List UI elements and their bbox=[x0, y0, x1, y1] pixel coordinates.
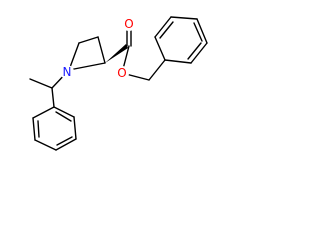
bond-c2-c3 bbox=[78, 36, 99, 44]
lower-phenyl-ring bbox=[32, 106, 77, 151]
atom-carbonyl-oxygen: O bbox=[122, 17, 136, 31]
molecule-structure-diagram: N O O bbox=[29, 16, 208, 151]
ring-bond bbox=[53, 106, 75, 118]
ring-bond bbox=[164, 59, 192, 64]
ring-double-bond bbox=[37, 120, 40, 138]
ring-double-bond bbox=[159, 21, 174, 39]
ring-double-bond bbox=[187, 42, 202, 60]
bond-n-c2 bbox=[68, 42, 80, 71]
azetidine-ring bbox=[68, 36, 106, 71]
ring-bond bbox=[170, 16, 198, 20]
ester-oxygen-label: O bbox=[117, 66, 126, 80]
ring-double-bond bbox=[193, 22, 203, 42]
atom-nitrogen: N bbox=[60, 65, 74, 79]
carbonyl-oxygen-mask bbox=[122, 17, 136, 31]
bond-ch2-phenyl bbox=[148, 59, 166, 81]
ring-bond bbox=[34, 139, 57, 151]
ring-bond bbox=[154, 16, 172, 38]
ring-bond bbox=[32, 117, 36, 141]
stereo-wedge-bond bbox=[105, 44, 128, 63]
nitrogen-label: N bbox=[63, 65, 72, 79]
nitrogen-mask bbox=[60, 65, 74, 79]
ester-oxygen-mask bbox=[115, 66, 129, 80]
ring-bond bbox=[196, 18, 208, 44]
ring-bond bbox=[32, 106, 55, 119]
ring-bond bbox=[154, 36, 166, 61]
ring-bond bbox=[55, 138, 77, 151]
bond-ch-methyl bbox=[29, 78, 53, 89]
ring-bond bbox=[73, 116, 77, 140]
bond-c4-n bbox=[68, 62, 106, 71]
bond-ch-phenyl bbox=[51, 87, 55, 108]
ring-bond bbox=[190, 42, 208, 64]
benzyl-phenyl-ring bbox=[154, 16, 208, 64]
atom-ester-oxygen: O bbox=[115, 66, 129, 80]
bond-c3-c4 bbox=[97, 36, 106, 64]
carbonyl-oxygen-label: O bbox=[124, 17, 133, 31]
ring-double-bond bbox=[56, 136, 73, 146]
ring-double-bond bbox=[55, 111, 72, 122]
